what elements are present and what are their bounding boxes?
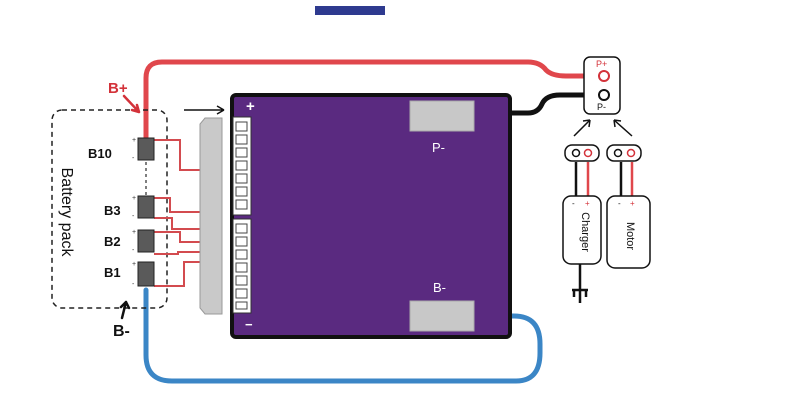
svg-text:+: + [132, 229, 136, 236]
b-minus-pad [409, 300, 475, 332]
port-p-plus-label: P+ [596, 59, 607, 69]
socket-pins [235, 121, 248, 310]
charger-body [562, 195, 602, 265]
output-port-box [583, 56, 621, 115]
p-minus-pad-label: P- [432, 140, 445, 155]
charger-connector-plus-pin [583, 148, 593, 158]
svg-text:-: - [132, 155, 135, 162]
cell-label-b10: B10 [88, 146, 112, 161]
b-plus-label: B+ [108, 80, 128, 97]
cell-b10: + - [132, 137, 155, 162]
charger-pin-plus-label: + [585, 199, 590, 208]
port-p-minus-terminal [598, 89, 610, 101]
charger-label: Charger [579, 212, 591, 252]
svg-text:-: - [132, 247, 135, 254]
cell-b2: + - [132, 229, 155, 254]
b-minus-pad-label: B- [433, 280, 446, 295]
bms-board [230, 93, 512, 339]
battery-pack-label: Battery pack [58, 168, 75, 258]
svg-text:-: - [132, 281, 135, 288]
motor-body [606, 195, 651, 269]
board-plus-label: + [246, 98, 255, 115]
connector-arrow-icon [184, 105, 225, 115]
header-bar [315, 6, 385, 15]
svg-text:+: + [132, 195, 136, 202]
balance-connector-plug [199, 117, 223, 315]
charger-to-port-arrow-icon [573, 119, 591, 137]
b-minus-arrow-icon [119, 300, 131, 320]
charger-pin-minus-label: - [572, 199, 575, 208]
cell-b3: + - [132, 195, 155, 220]
cell-label-b2: B2 [104, 234, 121, 249]
port-p-plus-terminal [598, 70, 610, 82]
motor-connector [606, 144, 642, 162]
motor-pin-plus-label: + [630, 199, 635, 208]
motor-pin-minus-label: - [618, 199, 621, 208]
battery-pack-box [51, 109, 168, 309]
svg-text:+: + [132, 137, 136, 144]
board-minus-label: − [245, 317, 253, 332]
port-p-minus-label: P- [597, 102, 606, 112]
motor-connector-minus-pin [613, 148, 623, 158]
mains-plug-icon [572, 288, 588, 303]
motor-to-port-arrow-icon [613, 119, 633, 137]
p-minus-pad [409, 100, 475, 132]
svg-text:-: - [132, 213, 135, 220]
b-plus-wire [143, 59, 607, 141]
charger-connector [564, 144, 600, 162]
balance-wires [154, 139, 206, 287]
motor-connector-plus-pin [626, 148, 636, 158]
b-minus-label: B- [113, 323, 130, 340]
motor-label: Motor [624, 222, 636, 250]
cell-b1: + - [132, 261, 155, 288]
b-minus-wire [143, 287, 543, 384]
svg-text:+: + [132, 261, 136, 268]
charger-connector-minus-pin [571, 148, 581, 158]
cell-label-b3: B3 [104, 203, 121, 218]
p-minus-wire [471, 92, 607, 116]
b-plus-arrow-icon [122, 94, 141, 114]
cell-label-b1: B1 [104, 265, 121, 280]
